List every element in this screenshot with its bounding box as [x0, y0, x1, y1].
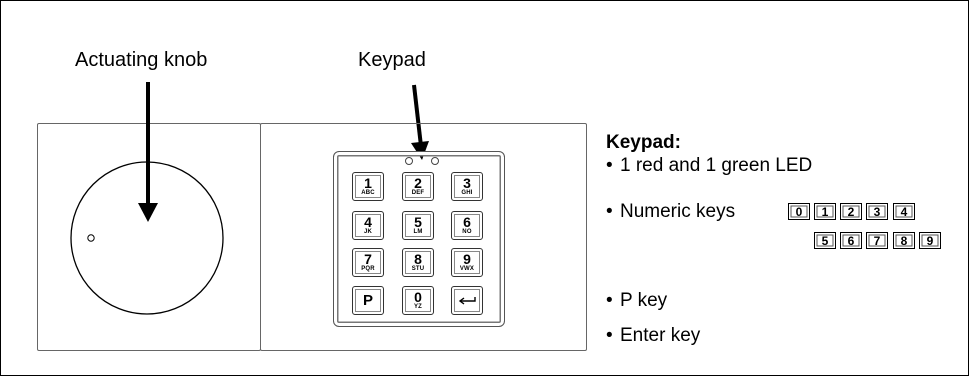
keypad-label: Keypad [358, 49, 426, 71]
keypad-arrow-head [411, 141, 429, 160]
key-3-letters: GHI [461, 190, 473, 196]
numeric-key-2: 2 [840, 203, 862, 220]
numeric-key-8: 8 [893, 232, 915, 249]
key-0-digit: 0 [414, 289, 422, 305]
numeric-key-4: 4 [893, 203, 915, 220]
key-5-letters: LM [413, 229, 423, 235]
info-led: •1 red and 1 green LED [606, 155, 813, 176]
info-title: Keypad: [606, 132, 681, 153]
key-4-letters: JK [363, 229, 373, 235]
key-p[interactable]: P [352, 286, 384, 315]
numeric-key-9: 9 [919, 232, 941, 249]
numeric-key-1: 1 [814, 203, 836, 220]
key-4[interactable]: 4 JK [352, 211, 384, 240]
key-2-letters: DEF [411, 190, 425, 196]
numeric-key-0: 0 [788, 203, 810, 220]
numeric-key-6: 6 [840, 232, 862, 249]
key-6-digit: 6 [463, 214, 471, 230]
key-1-digit: 1 [364, 175, 372, 191]
key-5-digit: 5 [414, 214, 422, 230]
key-p-label: P [362, 292, 373, 309]
info-led-text: 1 red and 1 green LED [620, 155, 813, 176]
info-p-key: •P key [606, 290, 668, 311]
key-0-letters: YZ [413, 304, 423, 310]
keypad-body [333, 151, 505, 327]
key-9[interactable]: 9 VWX [451, 248, 483, 277]
info-enter-key: •Enter key [606, 325, 701, 346]
key-3[interactable]: 3 GHI [451, 172, 483, 201]
info-enter-key-text: Enter key [620, 325, 701, 346]
key-enter[interactable] [451, 286, 483, 315]
keypad-arrow-shaft [412, 84, 423, 147]
knob-arrow-head [138, 203, 158, 222]
key-7-digit: 7 [364, 251, 372, 267]
keypad-panel [260, 123, 587, 351]
key-8-letters: STU [411, 266, 425, 272]
actuating-knob-label: Actuating knob [75, 49, 208, 71]
red-led [405, 157, 413, 165]
key-0[interactable]: 0 YZ [402, 286, 434, 315]
key-1[interactable]: 1 ABC [352, 172, 384, 201]
key-6[interactable]: 6 NO [451, 211, 483, 240]
key-9-digit: 9 [463, 251, 471, 267]
enter-arrow-icon [458, 297, 476, 305]
key-4-digit: 4 [364, 214, 372, 230]
numeric-key-3: 3 [866, 203, 888, 220]
numeric-key-7: 7 [866, 232, 888, 249]
numeric-key-5: 5 [814, 232, 836, 249]
info-numeric-text: Numeric keys [620, 201, 736, 222]
knob-marker [87, 234, 95, 242]
key-8[interactable]: 8 STU [402, 248, 434, 277]
key-7[interactable]: 7 PQR [352, 248, 384, 277]
info-p-key-text: P key [620, 290, 668, 311]
key-5[interactable]: 5 LM [402, 211, 434, 240]
key-2-digit: 2 [414, 175, 422, 191]
key-3-digit: 3 [463, 175, 471, 191]
key-2[interactable]: 2 DEF [402, 172, 434, 201]
green-led [431, 157, 439, 165]
key-6-letters: NO [462, 229, 472, 235]
key-8-digit: 8 [414, 251, 422, 267]
key-1-letters: ABC [361, 190, 375, 196]
key-7-letters: PQR [361, 266, 375, 272]
key-9-letters: VWX [459, 266, 475, 272]
info-numeric: •Numeric keys [606, 201, 736, 222]
